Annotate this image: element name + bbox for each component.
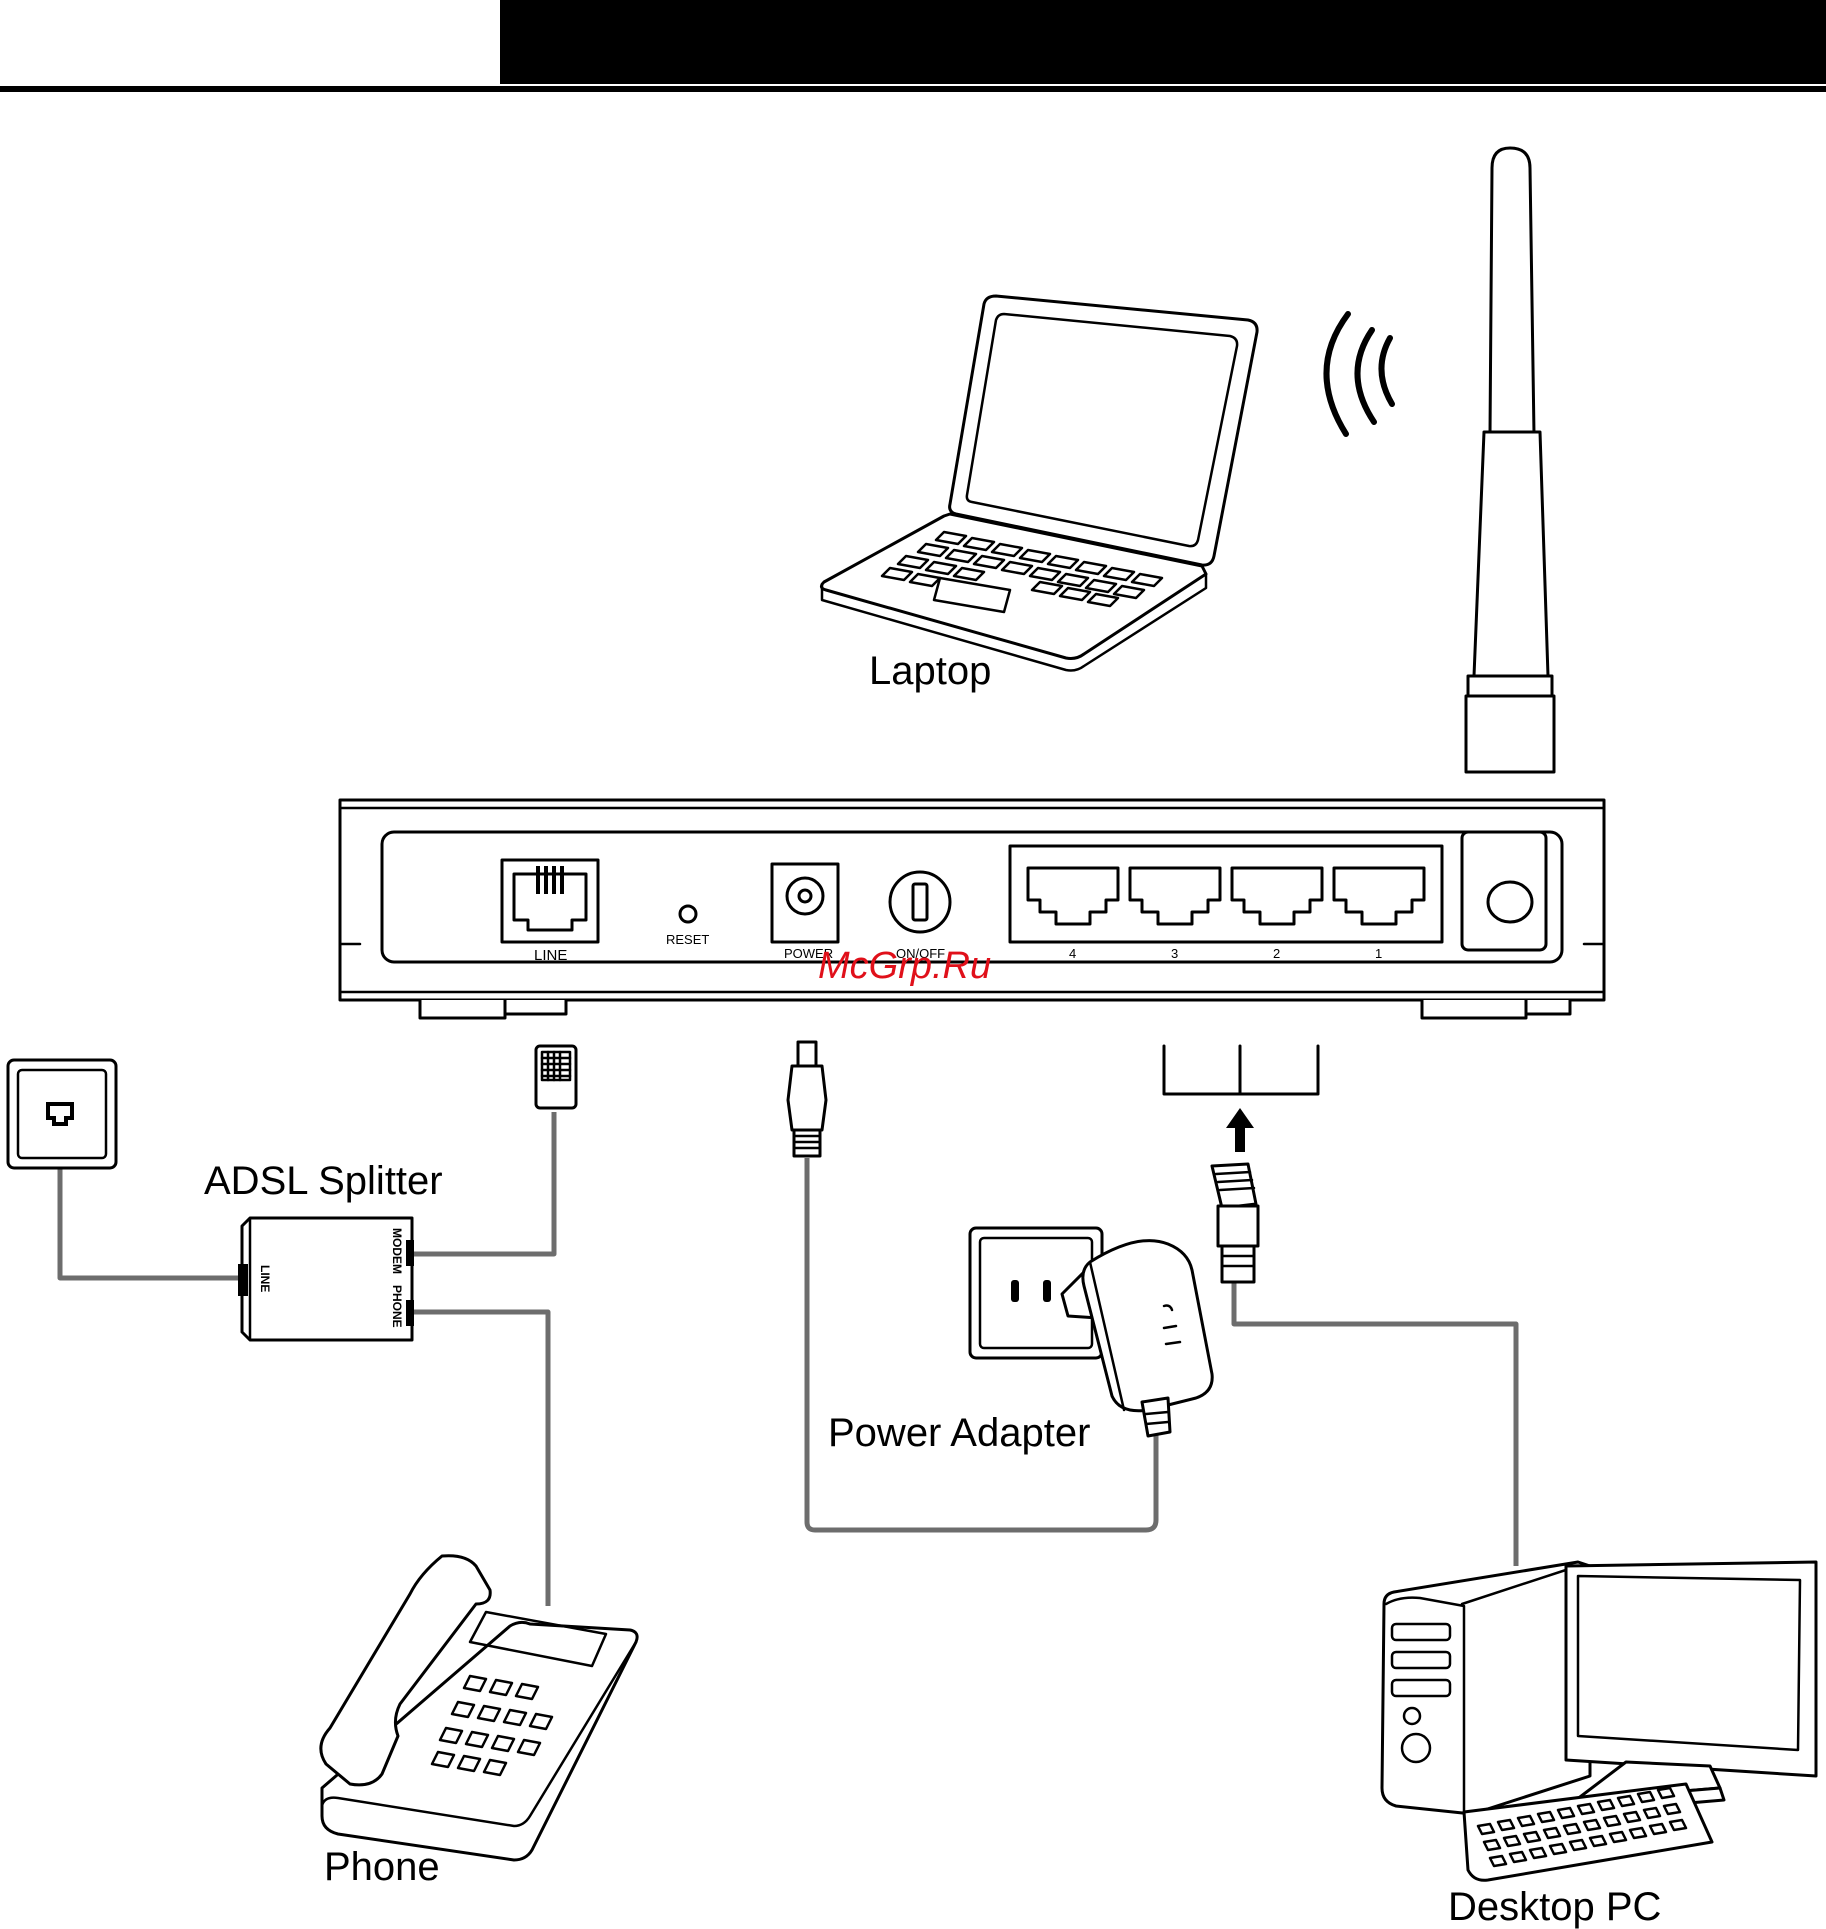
rj45-plug-icon <box>1212 1164 1258 1282</box>
phone-label: Phone <box>324 1845 440 1889</box>
arrow-up-icon <box>1226 1108 1254 1152</box>
wall-phone-jack-icon <box>8 1060 116 1168</box>
router-power-jack <box>772 864 838 942</box>
antenna-icon <box>1466 148 1554 772</box>
splitter-line-label: LINE <box>258 1265 272 1292</box>
lan-bracket <box>1164 1046 1318 1094</box>
router-reset-label: RESET <box>666 932 709 947</box>
router-line-port <box>502 860 598 942</box>
desktop-pc-label: Desktop PC <box>1448 1885 1661 1929</box>
router-lan-label-3: 3 <box>1171 946 1178 961</box>
laptop-label: Laptop <box>869 649 991 693</box>
telephone-icon <box>321 1556 637 1860</box>
cable-splitter-to-phone <box>412 1312 548 1606</box>
splitter-phone-label: PHONE <box>390 1285 404 1328</box>
adsl-splitter-label: ADSL Splitter <box>204 1159 443 1203</box>
desktop-pc-icon <box>1382 1562 1816 1880</box>
router-line-label: LINE <box>534 947 567 964</box>
watermark: McGrp.Ru <box>818 945 991 987</box>
cable-ethernet <box>1234 1280 1516 1566</box>
laptop-icon <box>821 296 1257 671</box>
dc-plug-icon <box>788 1042 826 1156</box>
header-black-bar <box>500 0 1826 84</box>
rj11-plug-icon <box>536 1046 576 1108</box>
router-reset-button <box>680 906 696 922</box>
header-rule <box>0 86 1826 92</box>
router-lan-label-1: 1 <box>1375 946 1382 961</box>
power-adapter-label: Power Adapter <box>828 1411 1090 1455</box>
page-header <box>0 0 1826 92</box>
router-lan-label-4: 4 <box>1069 946 1076 961</box>
splitter-modem-label: MODEM <box>390 1228 404 1274</box>
router-lan-label-2: 2 <box>1273 946 1280 961</box>
wifi-signal-icon <box>1326 314 1392 434</box>
router-onoff-switch <box>890 872 950 932</box>
